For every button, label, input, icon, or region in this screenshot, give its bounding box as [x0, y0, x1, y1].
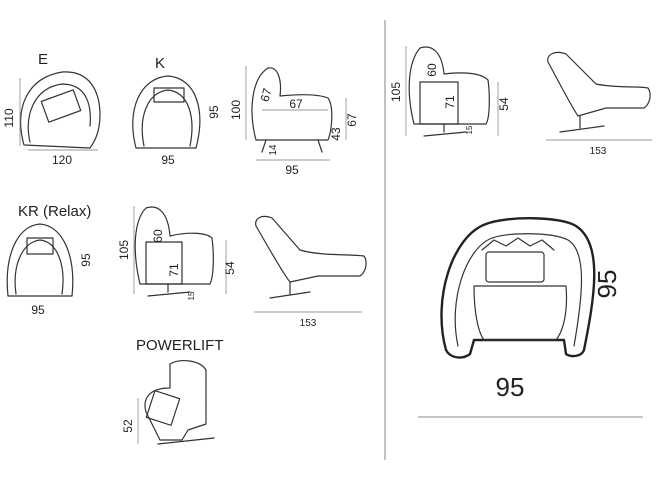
- side-seat-height: 43: [329, 127, 343, 141]
- powerlift-seat-height: 52: [121, 419, 135, 433]
- big-plan-depth: 95: [592, 270, 622, 299]
- model-k-body: [132, 75, 201, 149]
- right-side-upright: 105 60 71 54 15: [389, 46, 511, 137]
- relax-extended: 153: [300, 318, 317, 329]
- relax-base: 15: [187, 291, 196, 300]
- side-profile-leg-back: [317, 139, 323, 153]
- right-extended: 153: [590, 146, 607, 157]
- side-profile-view: 100 67 67 43 67 14 95: [229, 66, 359, 177]
- right-side-reclined: 153: [546, 51, 652, 157]
- side-leg: 14: [268, 144, 279, 156]
- right-seat: 71: [443, 95, 457, 109]
- relax-reclined-chair: [255, 215, 367, 283]
- model-kr-width: 95: [31, 303, 45, 317]
- model-k-width: 95: [161, 153, 175, 167]
- model-e-body: [20, 71, 101, 149]
- right-seat-height: 54: [497, 97, 511, 111]
- model-kr-label: KR (Relax): [18, 203, 91, 220]
- side-total-height: 67: [345, 113, 359, 127]
- big-plan-head-seam: [481, 237, 555, 251]
- right-upright-chair: [408, 46, 490, 125]
- model-e-plan: E 110 120: [2, 51, 101, 167]
- big-plan-seat: [473, 285, 568, 341]
- big-plan-inner-shell: [454, 233, 583, 347]
- relax-side-upright: 105 60 71 54 15: [117, 206, 237, 300]
- model-e-depth: 110: [2, 108, 16, 127]
- model-k-plan: K 95 95: [132, 55, 221, 167]
- model-kr-body: [6, 223, 74, 297]
- powerlift-view: POWERLIFT 52: [121, 337, 224, 445]
- right-reclined-chair: [547, 51, 651, 117]
- right-back: 60: [425, 63, 439, 77]
- big-plan-width: 95: [496, 372, 525, 402]
- right-upright-base: [423, 131, 467, 137]
- side-depth: 95: [285, 163, 299, 177]
- relax-side-reclined: 153: [254, 215, 367, 329]
- relax-upright-chair: [134, 206, 214, 285]
- relax-seat-height: 54: [223, 261, 237, 275]
- side-backrest: 67: [258, 86, 275, 103]
- side-height: 100: [229, 100, 243, 120]
- right-height: 105: [389, 82, 403, 102]
- right-reclined-base: [559, 125, 605, 133]
- model-e-inner-shell: [27, 83, 91, 143]
- relax-height: 105: [117, 240, 131, 260]
- model-k-inner-shell: [141, 89, 193, 147]
- model-kr-inner-shell: [14, 239, 64, 295]
- relax-reclined-base: [269, 291, 311, 299]
- side-profile-leg-front: [261, 139, 267, 153]
- model-k-depth: 95: [207, 105, 221, 119]
- powerlift-base: [157, 437, 215, 445]
- model-kr-depth: 95: [79, 253, 93, 267]
- big-plan-outer-shell: [440, 217, 596, 359]
- relax-seat: 71: [167, 263, 181, 277]
- big-plan-view: 95 95: [440, 217, 622, 402]
- model-kr-cushion: [26, 237, 54, 255]
- side-profile-chair: [251, 67, 333, 141]
- relax-upright-arm: [145, 241, 183, 285]
- side-seat-depth: 67: [289, 97, 303, 111]
- powerlift-arm: [145, 390, 181, 426]
- model-e-cushion: [40, 89, 82, 123]
- relax-back: 60: [151, 229, 165, 243]
- model-kr-plan: KR (Relax) 95 95: [6, 203, 93, 317]
- right-upright-arm: [419, 81, 459, 125]
- powerlift-chair: [144, 360, 207, 441]
- relax-upright-base: [147, 291, 191, 297]
- powerlift-label: POWERLIFT: [136, 337, 224, 354]
- big-plan-cushion: [485, 251, 545, 283]
- model-k-cushion: [153, 87, 185, 103]
- right-base: 15: [465, 125, 474, 134]
- model-e-label: E: [38, 51, 48, 68]
- model-k-label: K: [155, 55, 165, 72]
- model-e-width: 120: [52, 153, 72, 167]
